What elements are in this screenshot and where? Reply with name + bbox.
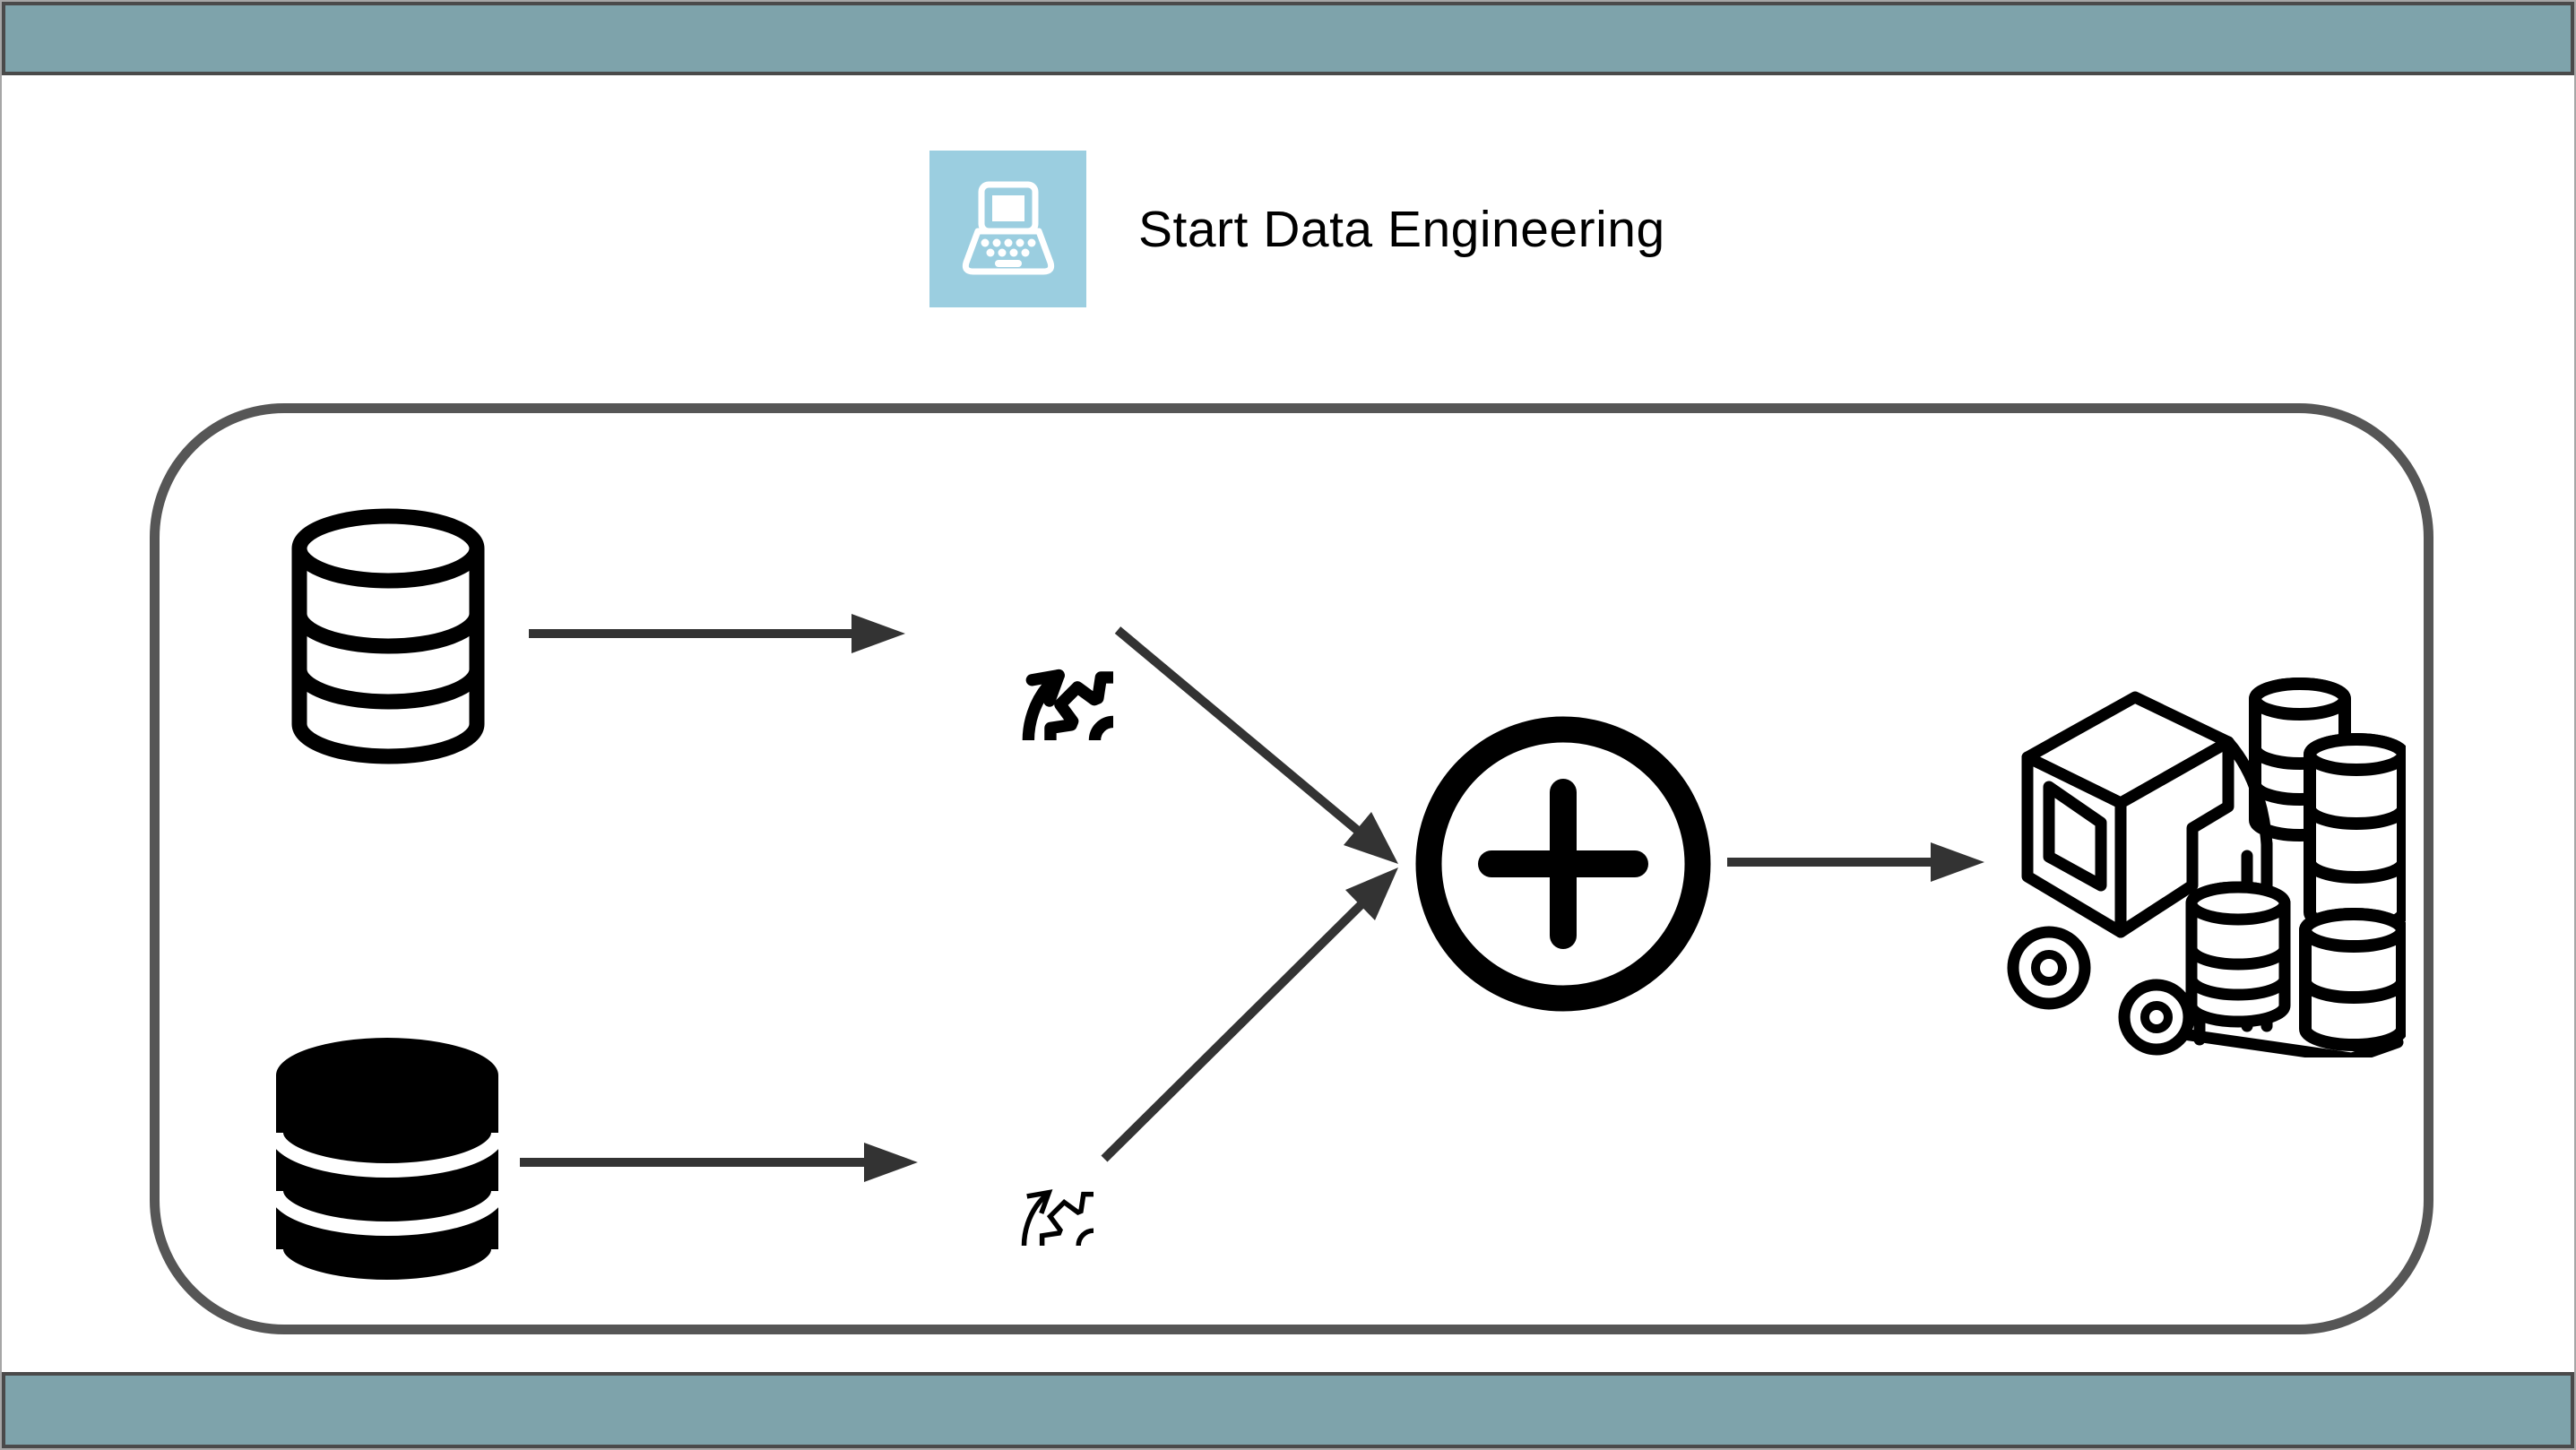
header: Start Data Engineering	[1138, 151, 1665, 307]
database-outline-icon	[284, 506, 492, 766]
gear-sync-arrows-icon	[923, 1075, 1094, 1246]
bottom-banner-bar	[2, 1372, 2574, 1448]
gear-sync-arrows-icon	[905, 532, 1113, 740]
laptop-icon	[962, 181, 1054, 274]
diagram-container	[150, 403, 2433, 1334]
database-filled-icon	[260, 1023, 514, 1303]
top-banner-bar	[2, 2, 2574, 75]
logo	[929, 151, 1086, 307]
page-title: Start Data Engineering	[1138, 200, 1665, 258]
forklift-barrels-icon	[1984, 672, 2406, 1057]
plus-circle-icon	[1411, 712, 1716, 1016]
